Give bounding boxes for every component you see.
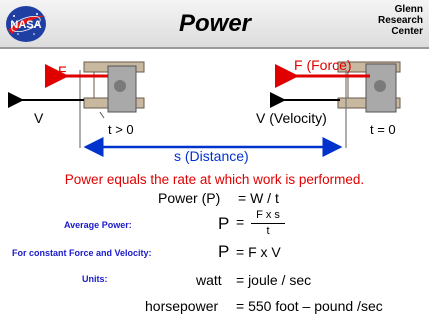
constant-force-label: For constant Force and Velocity:: [12, 248, 152, 258]
svg-text:NASA: NASA: [10, 19, 41, 31]
average-equals: =: [236, 214, 244, 230]
left-time-label: t > 0: [108, 122, 134, 137]
left-force-label: F: [58, 63, 67, 79]
center-name-line-2: Research: [363, 15, 423, 26]
power-definition: Power equals the rate at which work is p…: [0, 172, 429, 187]
center-name-line-1: Glenn: [363, 4, 423, 15]
nasa-logo: NASA: [4, 4, 48, 44]
power-diagram: F V t > 0 F (Force) V (Velocity) t = 0 s…: [0, 50, 429, 180]
power-lhs: Power (P): [158, 190, 220, 206]
distance-label: s (Distance): [174, 148, 249, 164]
constant-p: P: [218, 242, 229, 262]
page-title: Power: [150, 10, 280, 38]
watt-definition: = joule / sec: [236, 272, 311, 288]
constant-equation: = F x V: [236, 244, 281, 260]
left-velocity-label: V: [34, 110, 44, 126]
average-denominator: t: [250, 225, 286, 237]
header-divider: [0, 47, 429, 49]
right-time-label: t = 0: [370, 122, 396, 137]
average-numerator: F x s: [250, 209, 286, 221]
fraction-bar: [251, 223, 285, 224]
horsepower-lhs: horsepower: [145, 298, 218, 314]
watt-lhs: watt: [196, 272, 222, 288]
power-equation: = W / t: [238, 190, 279, 206]
average-power-label: Average Power:: [64, 220, 132, 230]
horsepower-definition: = 550 foot – pound /sec: [236, 298, 383, 314]
average-p: P: [218, 214, 229, 234]
units-label: Units:: [82, 274, 108, 284]
center-name-line-3: Center: [363, 26, 423, 37]
right-force-label: F (Force): [294, 57, 352, 73]
right-velocity-label: V (Velocity): [256, 110, 327, 126]
wright-flyer-icon: [84, 62, 144, 118]
